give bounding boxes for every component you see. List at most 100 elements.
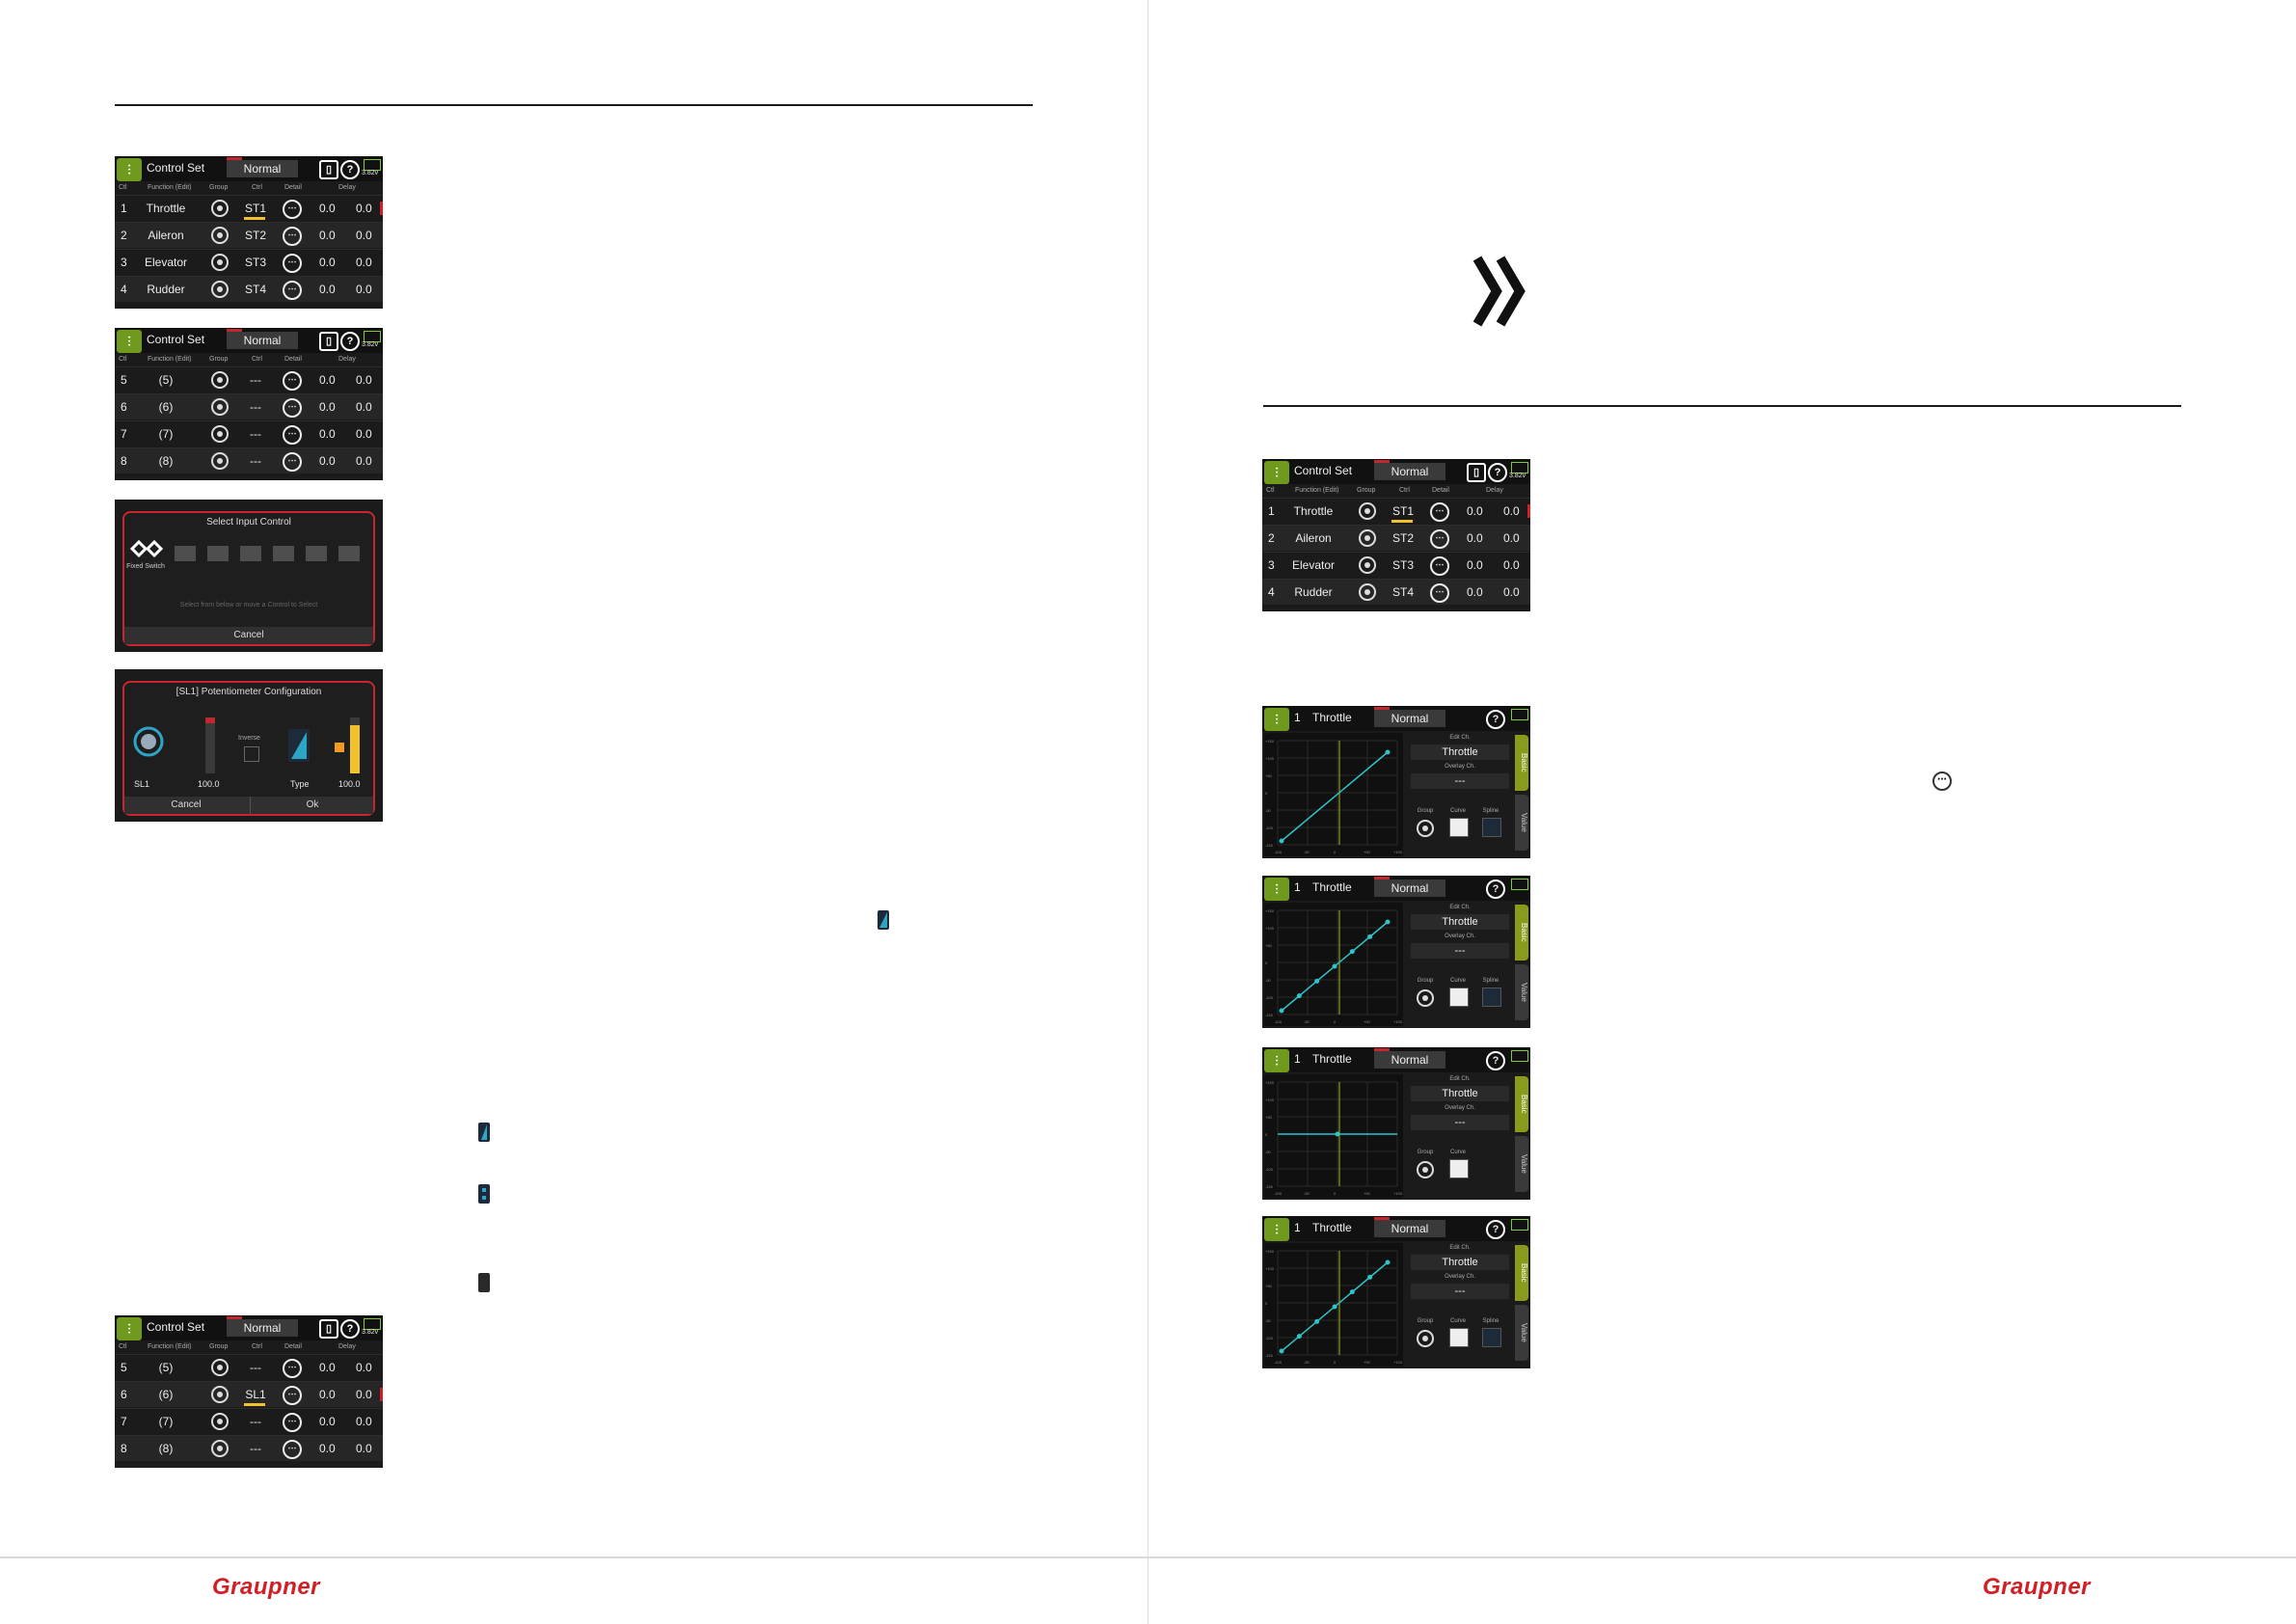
group-knob-icon[interactable] bbox=[211, 1440, 229, 1457]
delay-up[interactable]: 0.0 bbox=[319, 1361, 336, 1374]
mixer-icon[interactable]: ⫶ bbox=[117, 1317, 142, 1340]
function-name[interactable]: Aileron bbox=[1295, 531, 1332, 545]
function-name[interactable]: Throttle bbox=[1293, 504, 1334, 518]
channel-name[interactable]: Throttle bbox=[1411, 744, 1509, 760]
curve-point[interactable] bbox=[1314, 978, 1320, 984]
mixer-icon[interactable]: ⫶ bbox=[117, 158, 142, 181]
curve-point[interactable] bbox=[1279, 1008, 1284, 1014]
detail-dots-icon[interactable]: ⋯ bbox=[1430, 583, 1449, 603]
delay-down[interactable]: 0.0 bbox=[356, 256, 372, 269]
flight-mode[interactable]: Normal bbox=[227, 1316, 298, 1337]
control-assignment[interactable]: --- bbox=[250, 1442, 261, 1455]
flight-mode[interactable]: Normal bbox=[1374, 1217, 1445, 1237]
file-icon[interactable]: ▯ bbox=[319, 1319, 338, 1339]
tab-value[interactable]: Value bbox=[1515, 964, 1528, 1020]
cancel-button[interactable]: Cancel bbox=[124, 627, 373, 644]
mixer-icon[interactable]: ⫶ bbox=[1264, 1049, 1289, 1072]
help-icon[interactable]: ? bbox=[1486, 710, 1505, 729]
control-assignment[interactable]: ST3 bbox=[1391, 558, 1414, 572]
delay-up[interactable]: 0.0 bbox=[319, 1442, 336, 1455]
file-icon[interactable]: ▯ bbox=[319, 160, 338, 179]
group-knob-icon[interactable] bbox=[1359, 502, 1376, 520]
help-icon[interactable]: ? bbox=[340, 332, 360, 351]
group-knob-icon[interactable] bbox=[211, 425, 229, 443]
delay-up[interactable]: 0.0 bbox=[1467, 531, 1483, 545]
flight-mode[interactable]: Normal bbox=[1374, 877, 1445, 897]
delay-up[interactable]: 0.0 bbox=[319, 256, 336, 269]
curve-point[interactable] bbox=[1349, 1289, 1355, 1295]
delay-up[interactable]: 0.0 bbox=[1467, 585, 1483, 599]
curve-point[interactable] bbox=[1296, 993, 1302, 999]
delay-up[interactable]: 0.0 bbox=[319, 400, 336, 414]
detail-dots-icon[interactable]: ⋯ bbox=[283, 1440, 302, 1459]
control-assignment[interactable]: ST4 bbox=[244, 283, 266, 296]
overlay-value[interactable]: --- bbox=[1411, 773, 1509, 789]
detail-dots-icon[interactable]: ⋯ bbox=[1430, 502, 1449, 522]
delay-down[interactable]: 0.0 bbox=[1503, 504, 1520, 518]
group-knob-icon[interactable] bbox=[211, 227, 229, 244]
travel-bar-2[interactable] bbox=[350, 717, 360, 773]
flight-mode[interactable]: Normal bbox=[227, 329, 298, 349]
group-knob-icon[interactable] bbox=[1417, 1330, 1434, 1347]
delay-up[interactable]: 0.0 bbox=[1467, 504, 1483, 518]
detail-dots-icon[interactable]: ⋯ bbox=[283, 398, 302, 418]
help-icon[interactable]: ? bbox=[340, 1319, 360, 1339]
delay-up[interactable]: 0.0 bbox=[319, 427, 336, 441]
channel-name[interactable]: Throttle bbox=[1411, 1255, 1509, 1270]
function-name[interactable]: (6) bbox=[158, 400, 174, 414]
help-icon[interactable]: ? bbox=[1486, 1051, 1505, 1070]
group-knob-icon[interactable] bbox=[1417, 820, 1434, 837]
curve-point[interactable] bbox=[1314, 1318, 1320, 1324]
detail-dots-icon[interactable]: ⋯ bbox=[283, 1386, 302, 1405]
group-knob-icon[interactable] bbox=[1359, 529, 1376, 547]
control-assignment[interactable]: --- bbox=[250, 400, 261, 414]
file-icon[interactable]: ▯ bbox=[1467, 463, 1486, 482]
curve-type-icon[interactable] bbox=[1449, 818, 1469, 837]
detail-dots-icon[interactable]: ⋯ bbox=[283, 371, 302, 391]
help-icon[interactable]: ? bbox=[1488, 463, 1507, 482]
delay-down[interactable]: 0.0 bbox=[356, 454, 372, 468]
overlay-value[interactable]: --- bbox=[1411, 1115, 1509, 1130]
mixer-icon[interactable]: ⫶ bbox=[1264, 1218, 1289, 1241]
function-name[interactable]: (7) bbox=[158, 427, 174, 441]
help-icon[interactable]: ? bbox=[1486, 880, 1505, 899]
delay-up[interactable]: 0.0 bbox=[319, 454, 336, 468]
function-name[interactable]: Throttle bbox=[146, 202, 186, 215]
ok-button[interactable]: Ok bbox=[250, 797, 374, 814]
function-name[interactable]: (7) bbox=[158, 1415, 174, 1428]
curve-point[interactable] bbox=[1385, 919, 1391, 925]
curve-point[interactable] bbox=[1349, 949, 1355, 955]
tab-basic[interactable]: Basic bbox=[1515, 1076, 1528, 1132]
tab-value[interactable]: Value bbox=[1515, 795, 1528, 851]
function-name[interactable]: Rudder bbox=[1294, 585, 1333, 599]
function-name[interactable]: (8) bbox=[158, 1442, 174, 1455]
delay-up[interactable]: 0.0 bbox=[319, 283, 336, 296]
delay-down[interactable]: 0.0 bbox=[356, 229, 372, 242]
tab-basic[interactable]: Basic bbox=[1515, 905, 1528, 961]
delay-down[interactable]: 0.0 bbox=[356, 1415, 372, 1428]
flight-mode[interactable]: Normal bbox=[1374, 1048, 1445, 1069]
detail-dots-icon[interactable]: ⋯ bbox=[283, 1413, 302, 1432]
help-icon[interactable]: ? bbox=[1486, 1220, 1505, 1239]
delay-down[interactable]: 0.0 bbox=[356, 373, 372, 387]
group-knob-icon[interactable] bbox=[1417, 989, 1434, 1007]
tab-value[interactable]: Value bbox=[1515, 1136, 1528, 1192]
mixer-icon[interactable]: ⫶ bbox=[1264, 461, 1289, 484]
curve-point[interactable] bbox=[1385, 1259, 1391, 1265]
